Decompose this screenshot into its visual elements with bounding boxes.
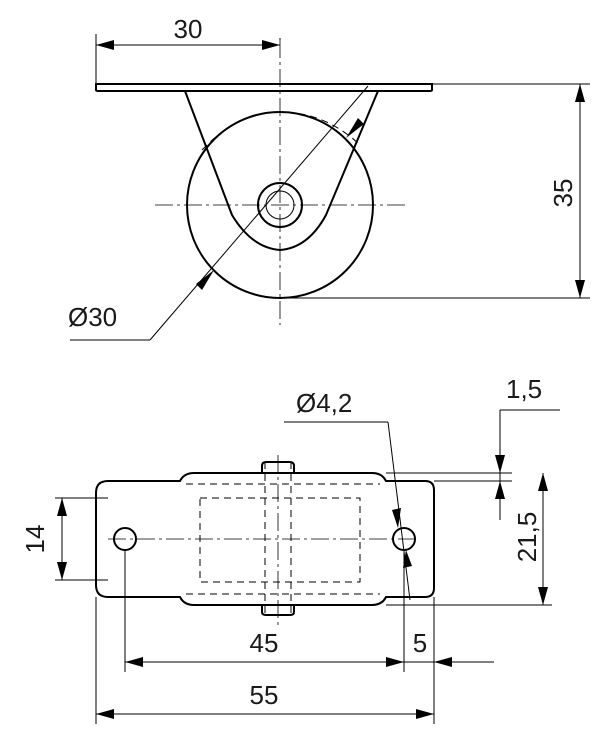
dim-21-5-label: 21,5 xyxy=(512,512,542,563)
dim-diameter-arrow-upper xyxy=(346,118,364,138)
mounting-plate xyxy=(95,83,433,92)
dim-30-arrow-right xyxy=(262,40,280,50)
dim-hole-arrow-lower xyxy=(403,550,412,568)
dim-5-label: 5 xyxy=(413,628,427,658)
dim-55-label: 55 xyxy=(250,680,279,710)
dim-55-arrow-right xyxy=(416,709,434,719)
dim-hole-label: Ø4,2 xyxy=(296,388,352,418)
dim-55-arrow-left xyxy=(96,709,114,719)
plate-outline xyxy=(95,472,435,606)
dim-diameter-leader xyxy=(149,85,369,341)
side-view: 30 35 Ø30 xyxy=(68,14,590,341)
dim-diameter-label: Ø30 xyxy=(68,302,117,332)
dim-30-arrow-left xyxy=(96,40,114,50)
dim-diameter-arrow-lower xyxy=(196,270,214,290)
dim-14-arrow-bottom xyxy=(57,562,67,580)
plan-view: 14 Ø4,2 1,5 21,5 45 5 xyxy=(20,374,560,724)
dim-hole-arrow-upper xyxy=(392,508,401,528)
dim-30-label: 30 xyxy=(174,14,203,44)
dim-35-arrow-top xyxy=(575,84,585,102)
wheel-hidden-outline xyxy=(199,497,361,583)
dim-1-5-arrow-bottom xyxy=(495,481,505,499)
dim-45-arrow-left xyxy=(125,657,143,667)
dim-14-label: 14 xyxy=(20,525,50,554)
dim-35-label: 35 xyxy=(548,179,578,208)
dim-21-5-arrow-top xyxy=(538,473,548,491)
dim-5-arrow-left xyxy=(434,657,452,667)
dim-45-arrow-right xyxy=(386,657,404,667)
dim-45-label: 45 xyxy=(250,628,279,658)
dim-35-arrow-bottom xyxy=(575,280,585,298)
dim-1-5-arrow-top xyxy=(495,455,505,473)
dim-21-5-arrow-bottom xyxy=(538,587,548,605)
dim-1-5-label: 1,5 xyxy=(506,374,542,404)
dim-14-arrow-top xyxy=(57,498,67,516)
